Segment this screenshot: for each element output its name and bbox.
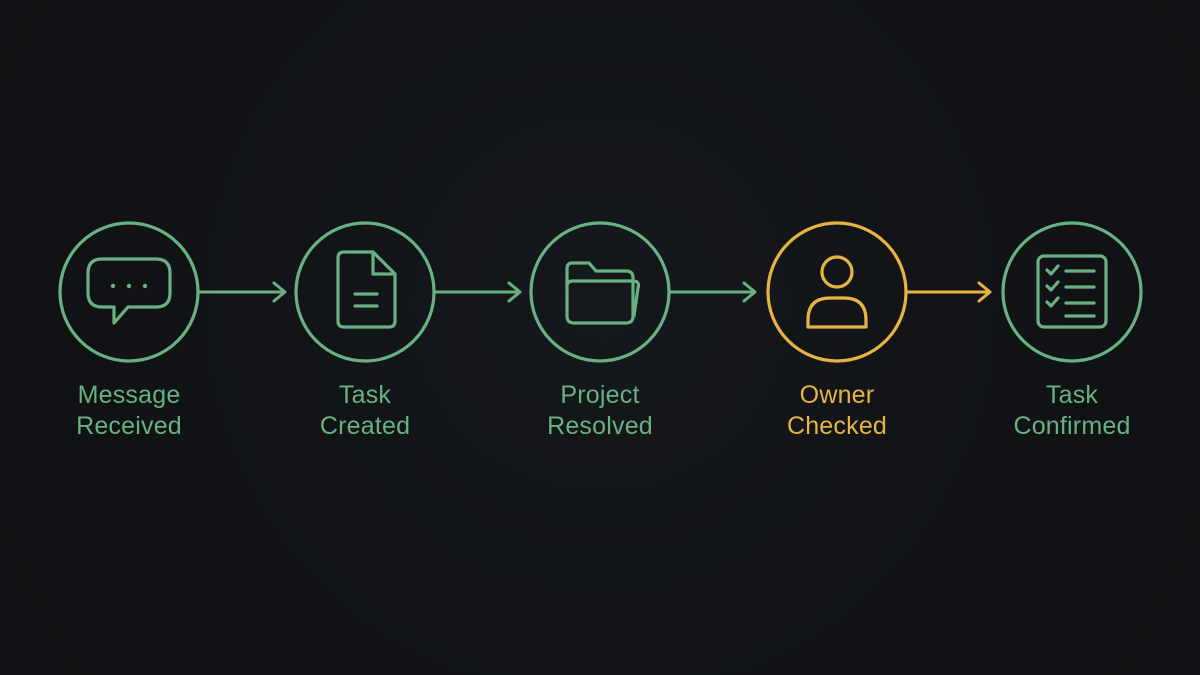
step-5-label: Task Confirmed [972, 380, 1172, 442]
step-4-circle [766, 221, 908, 363]
checklist-icon [1036, 254, 1108, 329]
step-3-label: Project Resolved [500, 380, 700, 442]
step-2-circle [294, 221, 436, 363]
connector-1 [198, 281, 287, 303]
step-5-label-line2: Confirmed [1013, 412, 1131, 440]
step-4-label-line1: Owner [799, 381, 875, 409]
step-2-label-line1: Task [338, 381, 392, 409]
step-2-label-line2: Created [319, 412, 411, 440]
chat-bubble-icon [86, 257, 172, 325]
step-message-received [58, 221, 200, 363]
connector-2 [434, 281, 522, 303]
connector-3-arrowhead [742, 281, 757, 303]
document-icon [336, 250, 397, 329]
step-5-circle [1001, 221, 1143, 363]
person-icon [806, 255, 868, 329]
connector-3 [669, 281, 757, 303]
step-1-circle [58, 221, 200, 363]
connector-4-arrowhead [977, 281, 992, 303]
folder-icon [565, 261, 641, 325]
connector-4 [905, 281, 992, 303]
step-5-label-line1: Task [1045, 381, 1099, 409]
step-3-circle [529, 221, 671, 363]
step-1-label: Message Received [29, 380, 229, 442]
step-2-label: Task Created [265, 380, 465, 442]
step-4-label: Owner Checked [737, 380, 937, 442]
step-4-label-line2: Checked [786, 412, 888, 440]
step-project-resolved [529, 221, 671, 363]
connector-2-arrowhead [507, 281, 522, 303]
step-3-label-line1: Project [560, 381, 640, 409]
step-1-label-line1: Message [77, 381, 181, 409]
step-task-confirmed [1001, 221, 1143, 363]
step-owner-checked [766, 221, 908, 363]
step-3-label-line2: Resolved [547, 412, 653, 440]
connector-1-arrowhead [272, 281, 287, 303]
step-task-created [294, 221, 436, 363]
step-1-label-line2: Received [76, 412, 182, 440]
